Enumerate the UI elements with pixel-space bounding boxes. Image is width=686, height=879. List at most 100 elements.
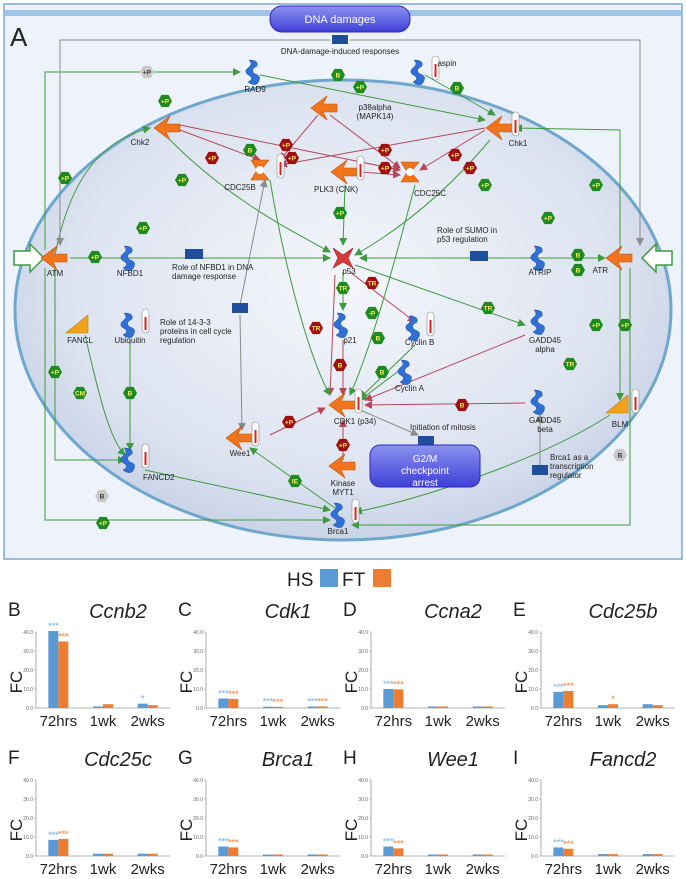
edge-blm-brca1 — [354, 414, 611, 515]
bar-significance: *** — [553, 837, 564, 847]
node-wee1-label: Wee1 — [230, 449, 251, 458]
node-cyclina[interactable]: Cyclin A — [395, 359, 425, 393]
bar-ft-1wk — [273, 854, 283, 856]
node-cdc25b[interactable]: CDC25B — [224, 153, 285, 192]
bar-significance: *** — [273, 697, 284, 707]
edge-tag-phos: +P — [541, 211, 555, 225]
chart-y-tick-label: 20.0 — [193, 668, 203, 674]
chart-y-label: FC — [7, 819, 26, 842]
chart-y-label: FC — [177, 671, 196, 694]
edge-tag-hexagon — [58, 171, 72, 185]
blm-enzyme-shape — [605, 394, 629, 414]
chart-y-tick-label: 40.0 — [23, 630, 33, 636]
edge-tag-bind: B — [243, 143, 257, 157]
g2m-box[interactable] — [369, 444, 481, 488]
bar-significance: *** — [307, 696, 318, 706]
node-p38[interactable]: p38alpha(MAPK14) — [310, 95, 394, 121]
bar-hs-72hrs — [48, 631, 59, 708]
node-rad9[interactable]: RAD9 — [244, 59, 266, 94]
chart-y-tick-label: 0.0 — [531, 854, 538, 860]
chart-x-tick-label: 2wks — [636, 713, 670, 730]
edge-plk3-cdc25c — [359, 170, 401, 179]
node-fancl[interactable]: FANCL — [65, 314, 93, 345]
edge-tag-phos: +P — [589, 178, 603, 192]
edge-p53-cdk1 — [326, 274, 336, 396]
bar-significance: *** — [553, 682, 564, 692]
node-atm[interactable]: ATM — [40, 245, 68, 278]
edge-tag-phos: +P — [353, 80, 367, 94]
chart-x-tick-label: 2wks — [301, 713, 335, 730]
edge-tag-phos: +P — [618, 318, 632, 332]
node-cdc25c[interactable]: CDC25C — [400, 161, 446, 198]
node-p21[interactable]: p21 — [333, 312, 357, 345]
node-cyclinb[interactable]: Cyclin B — [405, 311, 434, 347]
node-ubiquitin-label: Ubiquitin — [114, 336, 145, 345]
node-cdc25c-label: CDC25C — [414, 189, 446, 198]
edge-tag-text: +P — [285, 420, 294, 427]
chart-letter: C — [178, 600, 192, 621]
node-cdk1[interactable]: CDK1 (p34) — [328, 388, 376, 426]
edge-tag-text: B — [376, 336, 381, 343]
edge-tag-bind: B — [571, 248, 585, 262]
dna-response-caption: DNA-damage-induced responses — [281, 47, 399, 56]
brca1-tr-icon — [532, 465, 548, 475]
edge-1433-cdc25b — [239, 179, 268, 306]
bar-ft-72hrs — [563, 690, 574, 708]
node-fancd2[interactable]: FANCD2 — [120, 443, 175, 482]
chart-x-tick-label: 2wks — [636, 861, 670, 878]
cyclinb-protein-shape — [405, 315, 420, 341]
chart-y-label: FC — [342, 819, 361, 842]
node-chk1[interactable]: Chk1 — [485, 111, 528, 148]
node-chk2[interactable]: Chk2 — [131, 115, 181, 147]
chart-y-tick-label: 40.0 — [23, 778, 33, 784]
dna-damages-box[interactable] — [269, 5, 411, 33]
edge-tag-text: +P — [381, 148, 390, 155]
chart-y-tick-label: 0.0 — [531, 706, 538, 712]
node-atrip[interactable]: ATRIP — [529, 245, 552, 277]
node-plk3[interactable]: PLK3 (CNK) — [314, 155, 365, 194]
chart-x-tick-label: 1wk — [260, 861, 287, 878]
bar-ft-1wk — [608, 704, 618, 708]
node-rad9-label: RAD9 — [244, 85, 266, 94]
node-brca1[interactable]: Brca1 — [328, 498, 360, 536]
node-fancl-label: FANCL — [67, 336, 93, 345]
node-atr[interactable]: ATR — [593, 245, 633, 275]
chart-gene-title: Ccnb2 — [89, 601, 147, 623]
chart-y-label: FC — [512, 819, 531, 842]
atm-kinase-shape — [40, 245, 68, 271]
bar-hs-2wks — [137, 703, 148, 708]
bar-ft-72hrs — [563, 848, 574, 856]
edge-tag-text: +P — [143, 70, 152, 77]
edge-tag-hexagon — [378, 143, 392, 157]
bar-significance: *** — [218, 837, 229, 847]
node-aspin[interactable]: aspin — [410, 55, 457, 85]
node-p53[interactable]: p53 — [332, 247, 356, 276]
edge-tag-text: +P — [451, 153, 460, 160]
node-gadd45b-label-line: beta — [537, 425, 553, 434]
chart-x-tick-label: 72hrs — [545, 713, 583, 730]
dna-response-icon — [332, 35, 348, 44]
node-fancd2-label: FANCD2 — [143, 473, 175, 482]
chk1-thermometer-fill — [514, 120, 517, 133]
node-ubiquitin[interactable]: Ubiquitin — [114, 308, 150, 345]
edge-tag-bind: B — [571, 263, 585, 277]
bar-hs-72hrs — [218, 698, 229, 708]
edge-tag-hexagon — [589, 318, 603, 332]
edge-tag-text: TR — [368, 281, 377, 288]
atm-entry-arrow — [13, 242, 46, 274]
node-blm[interactable]: BLM — [605, 388, 640, 429]
edge-tag-text: -P — [369, 311, 376, 318]
bar-ft-72hrs — [228, 847, 239, 856]
node-wee1[interactable]: Wee1 — [225, 421, 260, 458]
chart-x-tick-label: 72hrs — [375, 861, 413, 878]
node-brca1-label: Brca1 — [328, 527, 349, 536]
node-nfbd1[interactable]: NFBD1 — [117, 245, 144, 278]
chart-y-tick-label: 30.0 — [23, 649, 33, 655]
bar-significance: *** — [58, 829, 69, 839]
chart-letter: D — [343, 600, 357, 621]
edge-tag-phos: +P — [478, 178, 492, 192]
